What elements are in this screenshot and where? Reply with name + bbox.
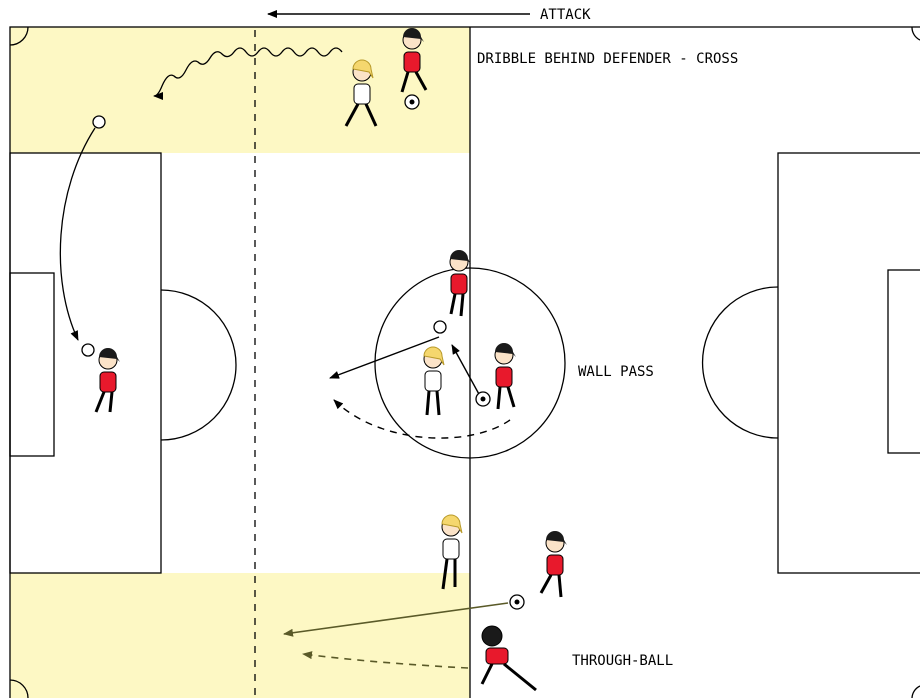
attacker-player xyxy=(495,343,516,409)
attacker-player xyxy=(482,626,536,690)
top-channel-zone xyxy=(10,27,470,153)
attacker-player xyxy=(96,348,120,412)
bottom-channel-zone xyxy=(10,573,470,698)
wall-pass-arrow-out xyxy=(330,337,439,378)
ball-wall-pass xyxy=(434,321,446,333)
attacker-player xyxy=(541,531,567,597)
attack-label: ATTACK xyxy=(540,7,591,23)
ball-cross-start xyxy=(93,116,105,128)
wall-pass-arrow-in xyxy=(452,345,480,396)
cross-path xyxy=(60,128,95,340)
attacker-player xyxy=(450,250,471,316)
through-ball-label: THROUGH-BALL xyxy=(572,653,673,669)
wall-pass-label: WALL PASS xyxy=(578,364,654,380)
dribble-cross-label: DRIBBLE BEHIND DEFENDER - CROSS xyxy=(477,51,738,67)
defender-player xyxy=(424,347,444,415)
ball-cross-end xyxy=(82,344,94,356)
